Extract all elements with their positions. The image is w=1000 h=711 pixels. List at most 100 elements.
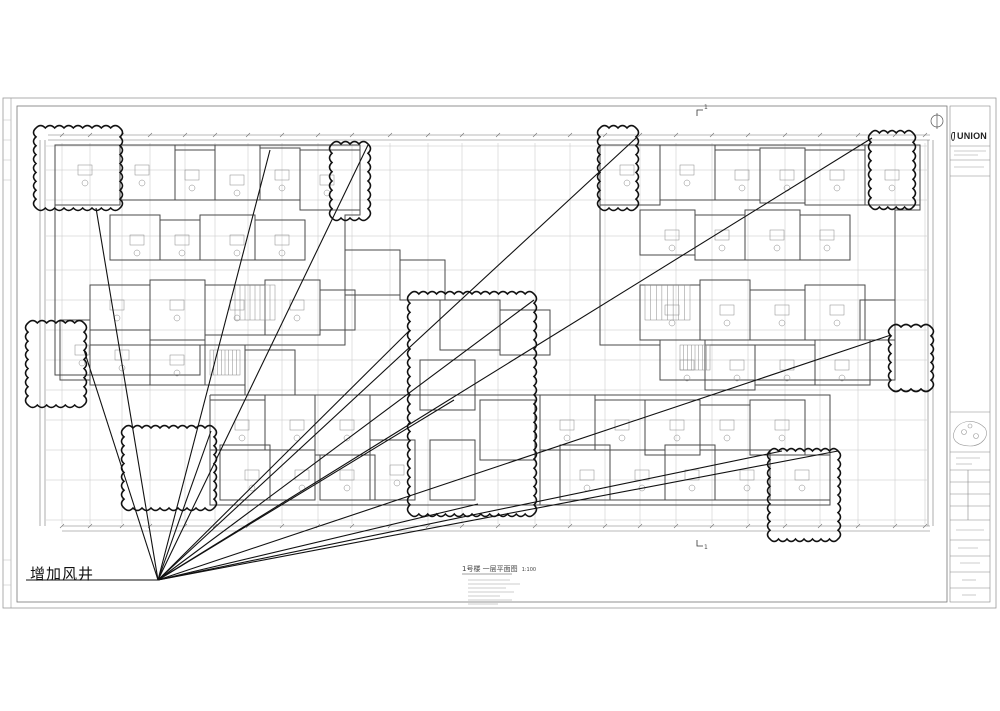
dim-tick [567, 523, 573, 529]
room-wall [714, 149, 761, 201]
fixture-circle [783, 374, 791, 382]
room-wall [399, 259, 446, 301]
furniture-fixture [729, 359, 745, 371]
fixture-circle [238, 434, 246, 442]
fixture-circle [248, 484, 256, 492]
logo-mark-icon [951, 131, 955, 141]
furniture-fixture [829, 304, 845, 316]
fixture-circle [778, 434, 786, 442]
furniture-fixture [619, 164, 635, 176]
room-wall [89, 329, 151, 386]
dim-tick [459, 523, 465, 529]
dim-tick [673, 132, 679, 138]
furniture-fixture [664, 304, 680, 316]
fixture-circle [293, 434, 301, 442]
furniture-fixture [289, 419, 305, 431]
furniture-fixture [229, 174, 245, 186]
fixture-circle [888, 184, 896, 192]
furniture-fixture [779, 169, 795, 181]
room-wall [439, 299, 501, 351]
fixture-circle [138, 179, 146, 187]
room-wall [749, 399, 806, 456]
room-wall [174, 149, 216, 201]
fixture-circle [823, 244, 831, 252]
leader-line [83, 349, 159, 581]
furniture-fixture [774, 419, 790, 431]
plan-title-text: 1号楼 一层平面图 [462, 565, 518, 573]
leader-line [157, 399, 455, 581]
dim-tick [425, 132, 431, 138]
room-wall [864, 144, 921, 206]
annotation-label: 增加风井 [30, 565, 95, 583]
dim-tick [673, 523, 679, 529]
leader-line [157, 299, 535, 581]
dim-tick [532, 132, 538, 138]
fixture-circle [173, 369, 181, 377]
leader-line [157, 329, 411, 581]
furniture-fixture [834, 359, 850, 371]
fixture-circle [668, 244, 676, 252]
furniture-fixture [734, 169, 750, 181]
room-wall [209, 399, 266, 451]
room-wall [759, 147, 806, 204]
dim-tick [182, 132, 188, 138]
fixture-circle [838, 374, 846, 382]
room-wall [149, 339, 206, 386]
fixture-circle [743, 484, 751, 492]
dim-tick [387, 132, 393, 138]
leader-line [157, 430, 212, 581]
room-wall [699, 279, 751, 341]
revision-cloud [328, 140, 372, 222]
dim-tick [349, 132, 355, 138]
dim-tick [637, 523, 643, 529]
furniture-fixture [134, 164, 150, 176]
fixture-circle [178, 249, 186, 257]
room-wall [254, 219, 306, 261]
title-block-scribbles [954, 150, 986, 596]
room-wall [539, 394, 596, 451]
dim-tick [59, 523, 65, 529]
building-outline-east [599, 144, 921, 381]
dim-tick [495, 132, 501, 138]
furniture-fixture [129, 234, 145, 246]
dim-tick [425, 523, 431, 529]
dim-tick [495, 523, 501, 529]
furniture-fixture [77, 164, 93, 176]
fixture-circle [623, 179, 631, 187]
room-wall [149, 279, 206, 346]
furniture-fixture [774, 304, 790, 316]
fixture-circle [278, 249, 286, 257]
fixture-circle [563, 434, 571, 442]
furniture-fixture [794, 469, 810, 481]
dim-tick [532, 523, 538, 529]
dim-tick [87, 523, 93, 529]
fixture-circle [188, 184, 196, 192]
room-wall [664, 444, 716, 501]
room-wall [499, 309, 551, 356]
furniture-fixture [184, 169, 200, 181]
furniture-fixture [664, 229, 680, 241]
key-map [953, 421, 987, 447]
furniture-fixture [169, 299, 185, 311]
room-wall [244, 349, 296, 396]
furniture-fixture [614, 419, 630, 431]
room-wall [639, 284, 701, 341]
furniture-fixture [679, 164, 695, 176]
furniture-fixture [274, 234, 290, 246]
fixture-circle [683, 374, 691, 382]
furniture-fixture [389, 464, 405, 476]
dim-tick [349, 523, 355, 529]
dim-tick [782, 523, 788, 529]
dim-tick [279, 132, 285, 138]
revision-cloud [120, 424, 218, 512]
room-wall [344, 249, 401, 296]
outer-frame [2, 97, 997, 609]
fixture-circle [673, 434, 681, 442]
furniture-fixture [274, 169, 290, 181]
room-wall [429, 439, 476, 501]
dim-tick [119, 523, 125, 529]
furniture-fixture [884, 169, 900, 181]
fixture-circle [278, 184, 286, 192]
north-arrow [930, 113, 944, 129]
